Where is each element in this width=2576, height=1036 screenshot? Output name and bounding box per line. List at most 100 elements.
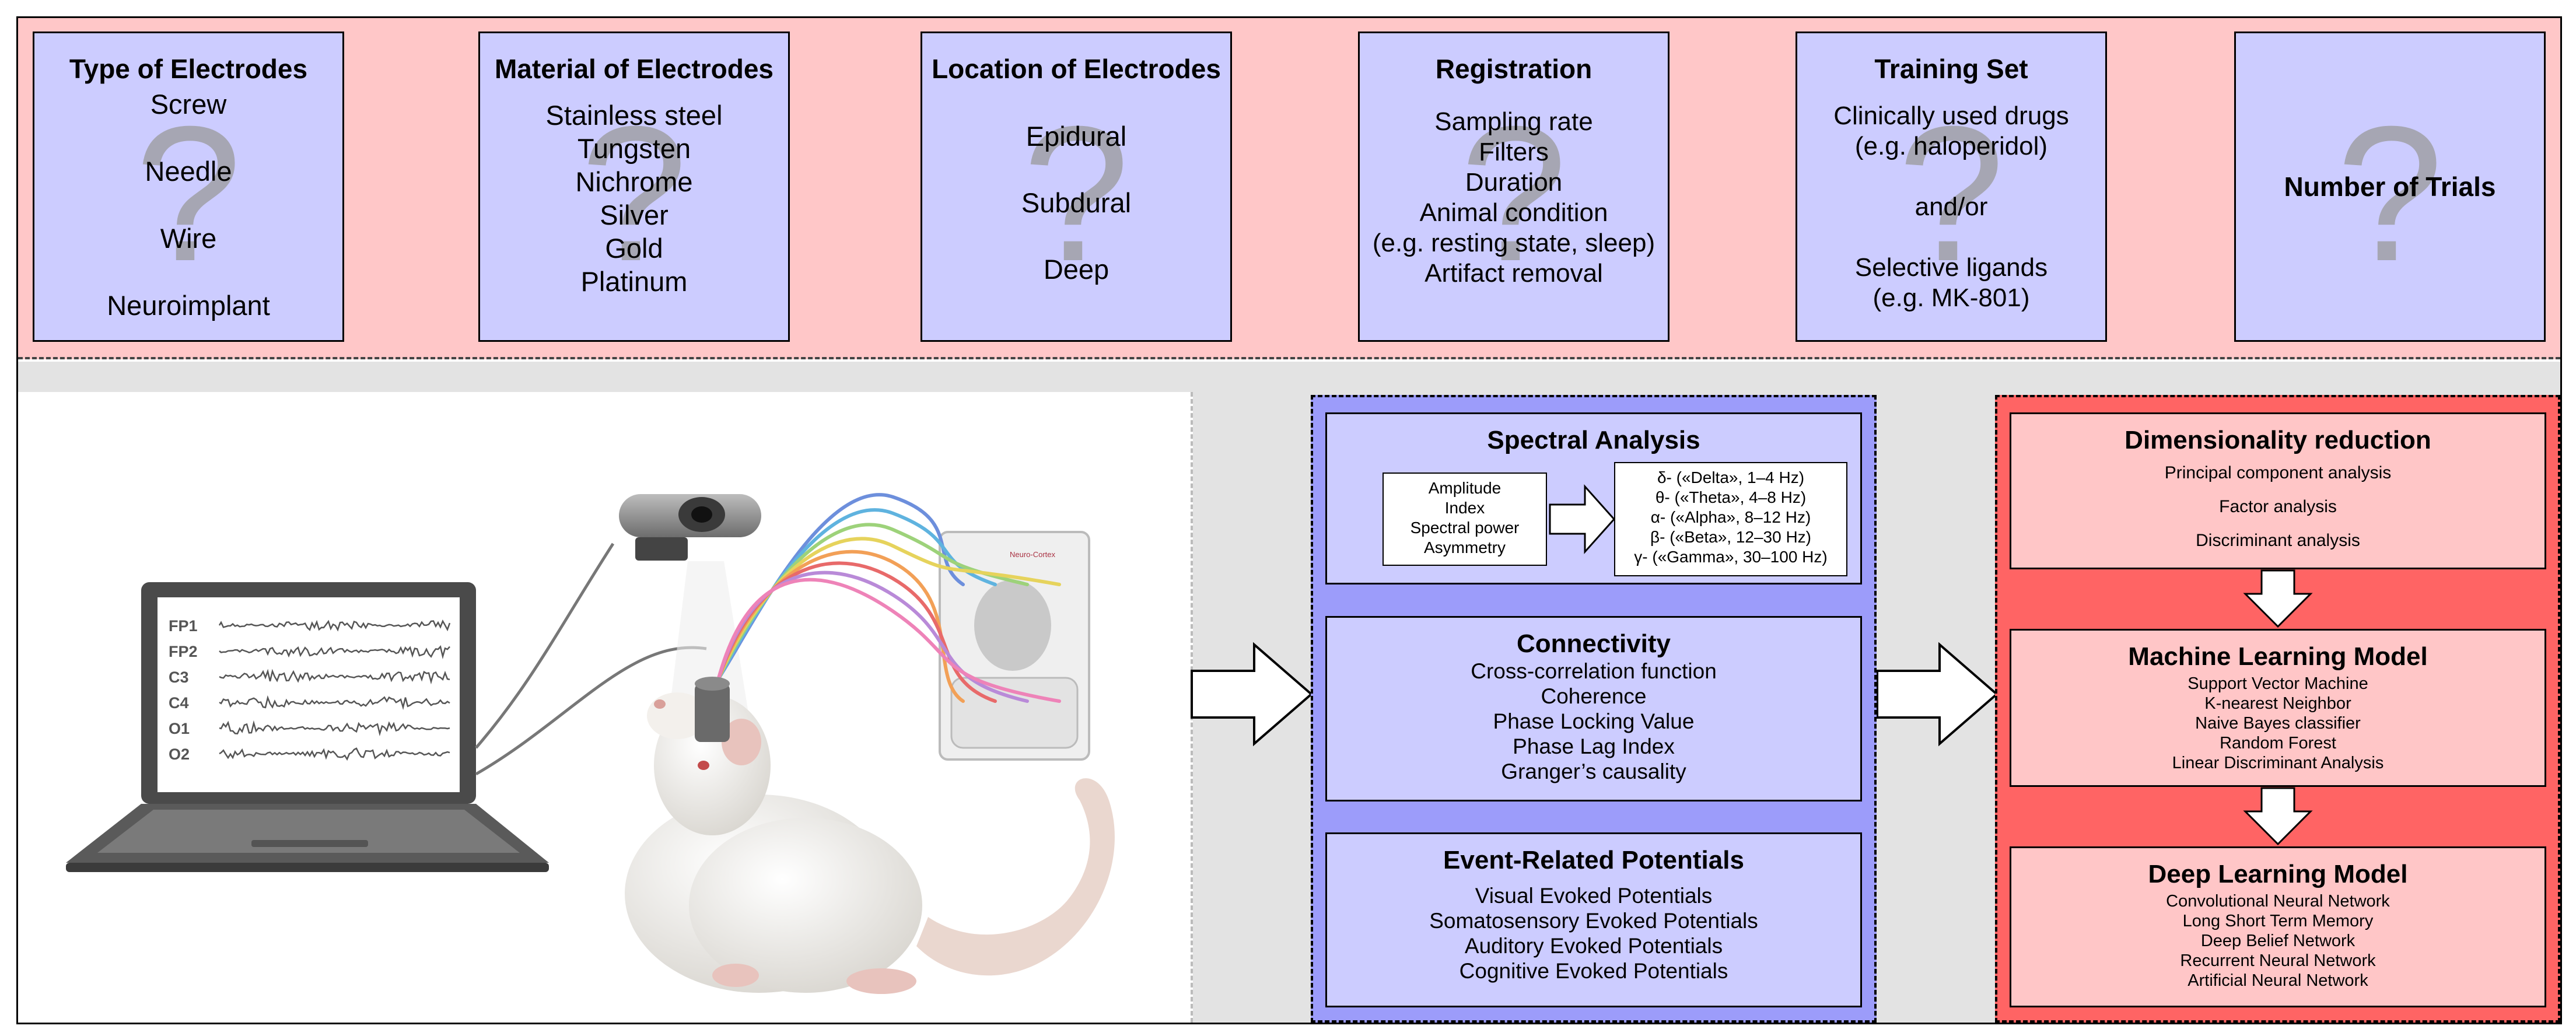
eeg-trace [219, 720, 450, 737]
param-item: Gold [605, 233, 663, 264]
frequency-bands-box: δ- («Delta», 1–4 Hz) θ- («Theta», 4–8 Hz… [1614, 462, 1847, 576]
question-mark-icon: ? [580, 86, 688, 301]
dimred-item: Factor analysis [2219, 497, 2337, 516]
erp-item: Somatosensory Evoked Potentials [1429, 909, 1758, 933]
connectivity-item: Phase Locking Value [1493, 709, 1695, 733]
param-item: (e.g. MK-801) [1873, 284, 2030, 312]
param-item: and/or [1915, 192, 1988, 221]
dimred-item: Principal component analysis [2164, 463, 2392, 482]
deep-item: Artificial Neural Network [2188, 971, 2368, 990]
amplifier-cable [475, 646, 707, 776]
question-mark-icon: ? [2336, 86, 2444, 301]
param-item [1797, 222, 2105, 253]
param-item: Screw [150, 89, 227, 120]
param-title: Training Set [1874, 54, 2028, 84]
param-items: Stainless steel Tungsten Nichrome Silver… [480, 99, 788, 298]
question-mark-icon: ? [1023, 86, 1130, 301]
param-item: Needle [145, 156, 232, 187]
param-title: Location of Electrodes [932, 54, 1221, 84]
electrode-cable [713, 578, 1061, 703]
connectivity-item: Phase Lag Index [1513, 734, 1675, 758]
erp-item: Visual Evoked Potentials [1475, 884, 1713, 908]
dimred-item: Discriminant analysis [2196, 531, 2360, 550]
eeg-trace [219, 645, 450, 660]
recording-setup-svg: FP1 FP2 C3 C4 O1 O2 Neuro-Cortex [66, 493, 1115, 994]
down-arrow-icon [2243, 569, 2313, 628]
param-box-electrode-type: ? Type of Electrodes Screw Needle Wire N… [33, 32, 344, 342]
eeg-trace [218, 620, 451, 632]
ml-model-item: Support Vector Machine [2188, 674, 2368, 693]
param-item: Animal condition [1419, 198, 1608, 227]
erp-item: Cognitive Evoked Potentials [1459, 959, 1728, 983]
signal-analysis-panel: Spectral Analysis Amplitude Index Spectr… [1311, 395, 1877, 1023]
channel-label: FP2 [169, 643, 198, 660]
eeg-traces [218, 620, 451, 761]
arrow-to-analysis-icon [1191, 642, 1314, 747]
deep-items: Convolutional Neural Network Long Short … [2011, 891, 2544, 991]
connectivity-item: Coherence [1541, 684, 1647, 708]
connectivity-box: Connectivity Cross-correlation function … [1325, 616, 1862, 802]
measure-item: Index [1444, 499, 1485, 517]
spectral-measures-box: Amplitude Index Spectral power Asymmetry [1382, 473, 1547, 566]
erp-title: Event-Related Potentials [1443, 846, 1744, 874]
deep-item: Deep Belief Network [2200, 932, 2356, 950]
machine-learning-model-box: Machine Learning Model Support Vector Ma… [2010, 629, 2546, 787]
erp-item: Auditory Evoked Potentials [1464, 934, 1723, 958]
ml-model-title: Machine Learning Model [2128, 642, 2428, 671]
param-item: Duration [1465, 168, 1563, 197]
measure-item: Spectral power [1410, 519, 1520, 537]
channel-label: O1 [169, 720, 190, 737]
band-item: θ- («Theta», 4–8 Hz) [1655, 488, 1807, 506]
question-mark-icon: ? [1898, 86, 2005, 301]
eeg-trace [219, 695, 450, 710]
band-item: δ- («Delta», 1–4 Hz) [1657, 468, 1805, 487]
param-box-electrode-material: ? Material of Electrodes Stainless steel… [478, 32, 790, 342]
param-item: Deep [1043, 254, 1110, 285]
param-item: Epidural [1026, 121, 1127, 152]
param-box-training-set: ? Training Set Clinically used drugs (e.… [1796, 32, 2107, 342]
headstage-logo: Neuro-Cortex [1010, 550, 1056, 559]
measure-item: Asymmetry [1424, 538, 1506, 556]
arrow-to-ml-icon [1876, 642, 1999, 747]
deep-item: Recurrent Neural Network [2180, 951, 2376, 970]
param-item: Filters [1479, 138, 1549, 166]
param-item: Clinically used drugs [1833, 102, 2069, 130]
param-title: Material of Electrodes [494, 54, 774, 84]
ml-model-item: Random Forest [2220, 734, 2336, 752]
param-items: Epidural Subdural Deep [922, 120, 1230, 286]
param-item: Selective ligands [1854, 253, 2048, 282]
param-item [1797, 162, 2105, 192]
spectral-arrow-icon [1549, 484, 1616, 554]
param-items: Screw Needle Wire Neuroimplant [34, 88, 342, 322]
connectivity-item: Granger’s causality [1501, 760, 1686, 783]
question-mark-icon: ? [135, 86, 242, 301]
deep-learning-model-box: Deep Learning Model Convolutional Neural… [2010, 846, 2546, 1007]
ml-model-item: K-nearest Neighbor [2204, 694, 2351, 713]
param-item: Silver [600, 200, 668, 230]
param-item: Neuroimplant [107, 290, 270, 321]
camera-icon [619, 494, 761, 561]
deep-item: Long Short Term Memory [2182, 912, 2374, 930]
dimred-items: Principal component analysis Factor anal… [2011, 456, 2544, 558]
connectivity-item: Cross-correlation function [1471, 659, 1717, 683]
figure-frame [16, 16, 2562, 1024]
param-item: Sampling rate [1434, 107, 1593, 136]
machine-learning-panel: Dimensionality reduction Principal compo… [1995, 395, 2560, 1023]
connectivity-title: Connectivity [1516, 629, 1671, 658]
electrode-cables [713, 493, 1061, 703]
channel-label: FP1 [169, 617, 198, 635]
eeg-trace [219, 747, 450, 761]
param-title: Registration [1435, 54, 1592, 84]
param-item: Tungsten [577, 133, 691, 164]
channel-label: C3 [169, 668, 189, 686]
band-item: β- («Beta», 12–30 Hz) [1650, 528, 1812, 546]
param-item: Platinum [580, 266, 688, 297]
param-item: Stainless steel [545, 100, 723, 131]
down-arrow-icon [2243, 787, 2313, 845]
param-title: Type of Electrodes [69, 54, 308, 84]
deep-title: Deep Learning Model [2148, 860, 2408, 888]
ml-model-item: Linear Discriminant Analysis [2172, 754, 2384, 772]
param-item: Nichrome [575, 166, 693, 197]
erp-items: Visual Evoked Potentials Somatosensory E… [1327, 883, 1860, 984]
param-item: (e.g. haloperidol) [1854, 132, 2048, 160]
